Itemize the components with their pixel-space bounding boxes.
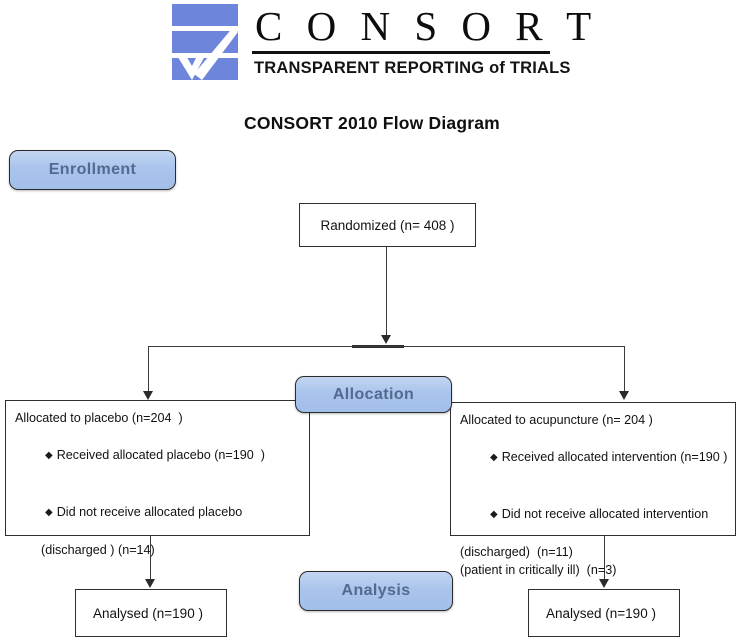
node-allocation-right: Allocated to acupuncture (n= 204 ) ◆Rece…: [450, 402, 736, 577]
allocation-right-bullet-2: ◆Did not receive allocated intervention: [490, 506, 709, 521]
arrowhead-right-analysed: [599, 579, 609, 588]
arrowhead-left-analysed: [145, 579, 155, 588]
brand-rule: [252, 51, 550, 54]
brand-tagline: TRANSPARENT REPORTING of TRIALS: [254, 59, 571, 77]
allocation-right-extra-2: (patient in critically ill) (n=3): [460, 563, 617, 577]
connector-right-alloc-to-analysed: [604, 536, 606, 582]
connector-split-right-down: [624, 346, 626, 394]
allocation-right-heading: Allocated to acupuncture (n= 204 ): [460, 413, 653, 427]
connector-randomized-to-split: [386, 247, 388, 337]
page-title: CONSORT 2010 Flow Diagram: [244, 113, 500, 133]
node-allocation-left: Allocated to placebo (n=204 ) ◆Received …: [5, 400, 310, 557]
connector-split-horizontal: [148, 346, 625, 348]
allocation-left-bullet-1: ◆Received allocated placebo (n=190 ): [45, 448, 265, 462]
allocation-right-body: Allocated to acupuncture (n= 204 ) ◆Rece…: [451, 403, 735, 580]
allocation-left-bullet-2: ◆Did not receive allocated placebo: [45, 504, 243, 519]
stage-badge-analysis: Analysis: [299, 571, 453, 611]
stage-badge-enrollment: Enrollment: [9, 150, 176, 190]
allocation-left-continuation: (discharged ) (n=14): [41, 542, 155, 557]
arrowhead-randomized-to-split: [381, 335, 391, 344]
node-analysed-right: Analysed (n=190 ): [528, 589, 680, 637]
brand-text: C O N S O R T: [255, 3, 599, 49]
bullet-diamond-icon: ◆: [45, 506, 53, 518]
consort-logo: C O N S O R T TRANSPARENT REPORTING of T…: [172, 2, 599, 88]
node-analysed-left: Analysed (n=190 ): [75, 589, 227, 637]
bullet-diamond-icon: ◆: [490, 508, 498, 520]
allocation-left-body: Allocated to placebo (n=204 ) ◆Received …: [6, 401, 309, 559]
stage-badge-allocation: Allocation: [295, 376, 452, 413]
allocation-left-heading: Allocated to placebo (n=204 ): [15, 411, 183, 425]
connector-left-alloc-to-analysed: [150, 536, 152, 582]
bullet-diamond-icon: ◆: [490, 452, 498, 463]
consort-logo-mark-icon: [172, 4, 238, 82]
allocation-right-extra-1: (discharged) (n=11): [460, 544, 573, 559]
connector-split-left-down: [148, 346, 150, 394]
consort-wordmark: C O N S O R T TRANSPARENT REPORTING of T…: [252, 2, 599, 86]
bullet-diamond-icon: ◆: [45, 450, 53, 461]
allocation-right-bullet-1: ◆Received allocated intervention (n=190 …: [490, 450, 728, 464]
node-randomized: Randomized (n= 408 ): [299, 203, 476, 247]
arrowhead-right-allocation: [619, 391, 629, 400]
arrowhead-left-allocation: [143, 391, 153, 400]
